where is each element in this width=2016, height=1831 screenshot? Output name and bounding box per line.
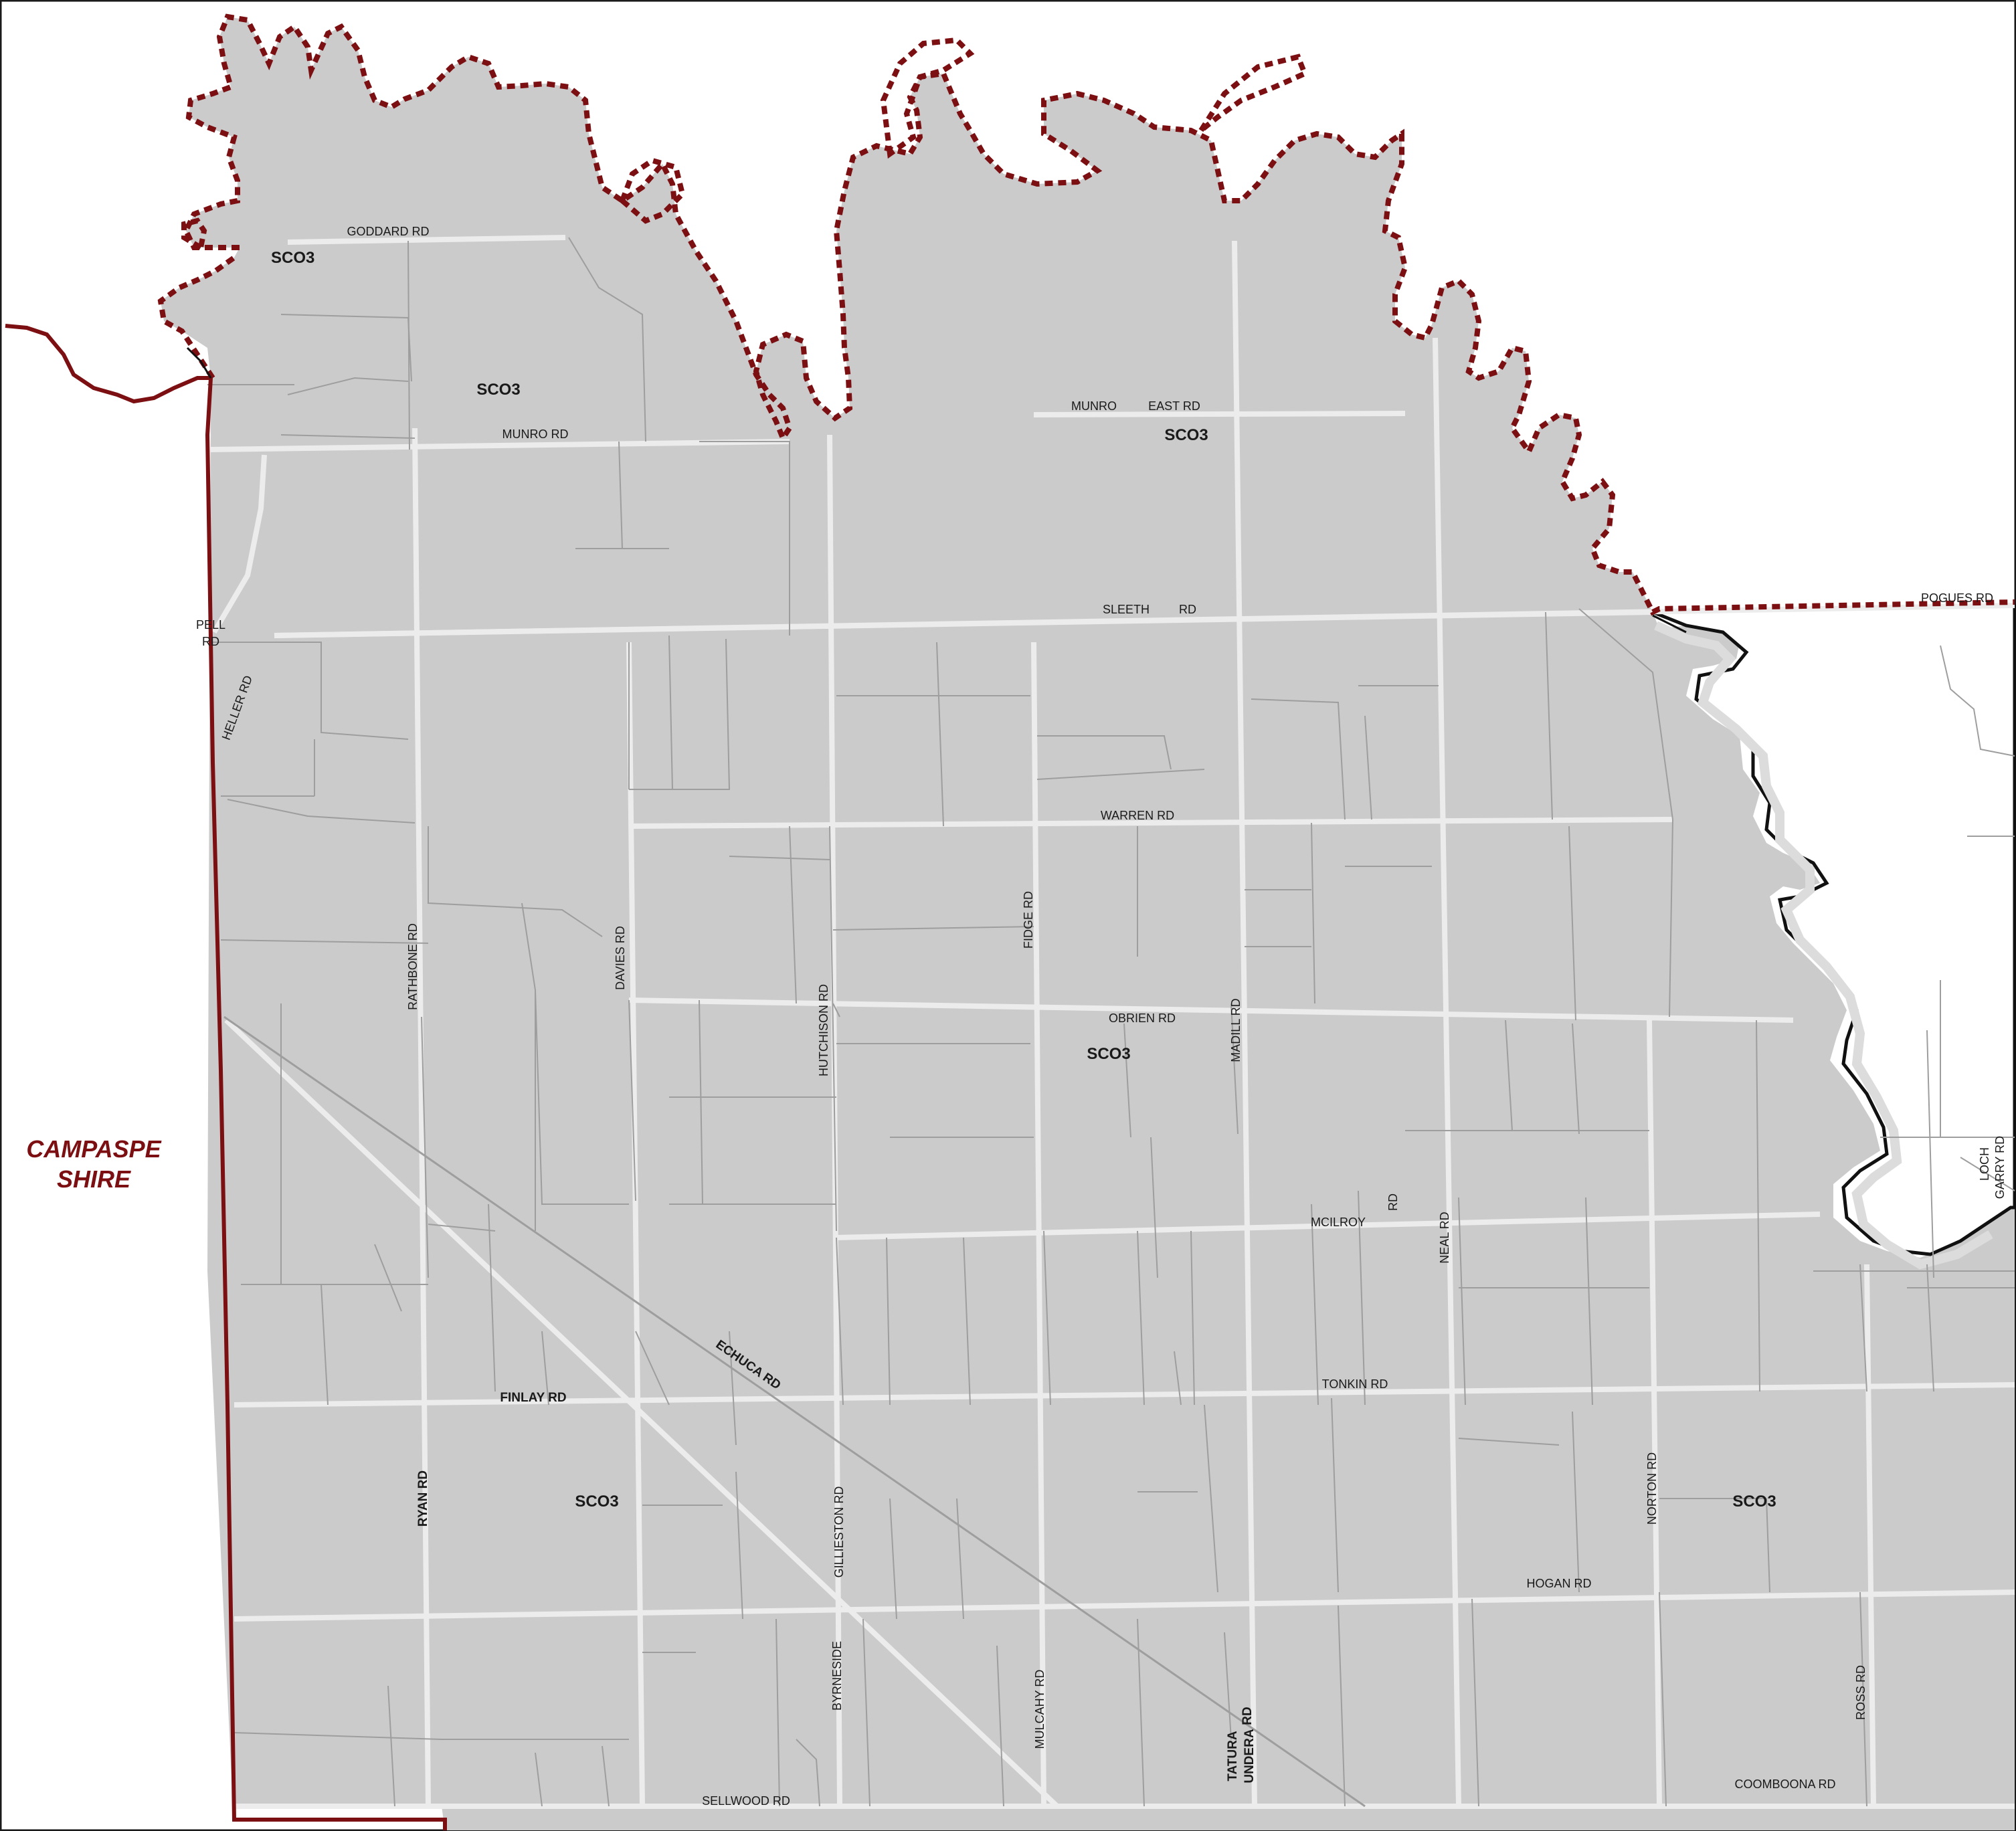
shire-boundary xyxy=(5,324,447,1830)
road-label-byrneside: BYRNESIDE xyxy=(830,1641,844,1711)
road-label-madill: MADILL RD xyxy=(1229,998,1243,1062)
road-label-munro: MUNRO RD xyxy=(502,427,569,441)
zone-label: SCO3 xyxy=(1087,1045,1130,1063)
road-label-undera-rd: RD xyxy=(1241,1707,1255,1725)
road-label-warren: WARREN RD xyxy=(1101,809,1174,822)
road-label-tatura: TATURA xyxy=(1226,1731,1240,1781)
road-label-pell: PELL xyxy=(196,618,225,632)
road-label-munro-east: EAST RD xyxy=(1148,399,1200,413)
road-network xyxy=(210,235,2015,1809)
road-label-hutchison: HUTCHISON RD xyxy=(817,984,830,1076)
zone-label: SCO3 xyxy=(476,381,520,399)
shire-label: CAMPASPE xyxy=(26,1135,161,1163)
road-label-neal: NEAL RD xyxy=(1438,1212,1451,1263)
road-label-mulcahy: MULCAHY RD xyxy=(1033,1670,1046,1749)
zone-boundary-island-3 xyxy=(1198,54,1309,133)
road-label-coomboona: COOMBOONA RD xyxy=(1734,1777,1835,1791)
study-area-land xyxy=(161,17,2015,1830)
parcel-lines xyxy=(207,237,2015,1807)
road-label-sleeth: SLEETH xyxy=(1103,603,1150,616)
road-label-tonkin: TONKIN RD xyxy=(1322,1377,1388,1391)
road-label-fidge: FIDGE RD xyxy=(1022,891,1035,949)
road-label-davies: DAVIES RD xyxy=(614,926,627,990)
zone-boundary-island-1 xyxy=(181,217,207,252)
road-label-obrien: OBRIEN RD xyxy=(1109,1011,1176,1025)
road-label-gillieston: GILLIESTON RD xyxy=(832,1486,846,1578)
road-label-goddard: GODDARD RD xyxy=(347,225,429,238)
road-label-undera: UNDERA xyxy=(1243,1729,1257,1784)
zone-label: SCO3 xyxy=(271,249,314,267)
road-label-ross: ROSS RD xyxy=(1854,1665,1867,1720)
road-label-loch: GARRY RD xyxy=(1993,1136,2007,1199)
shire-label: SHIRE xyxy=(57,1165,131,1193)
road-label-loch: LOCH xyxy=(1978,1147,1991,1181)
river-line xyxy=(186,347,1687,634)
road-label-ryan: RYAN RD xyxy=(416,1470,430,1527)
road-label-finlay: FINLAY RD xyxy=(500,1391,566,1405)
road-label-hogan: HOGAN RD xyxy=(1526,1577,1591,1590)
zone-label: SCO3 xyxy=(1164,426,1208,444)
zone-boundary-island-2 xyxy=(880,37,975,159)
zone-label: SCO3 xyxy=(575,1492,618,1511)
zone-boundary-dashed xyxy=(157,13,2015,616)
road-label-sleeth: RD xyxy=(1179,603,1196,616)
river-casing xyxy=(1654,621,1993,1270)
echuca-road xyxy=(223,1016,1366,1808)
road-label-norton: NORTON RD xyxy=(1645,1452,1659,1525)
road-label-mcilroy: MCILROY xyxy=(1311,1216,1366,1229)
road-label-rathbone: RATHBONE RD xyxy=(406,923,420,1010)
road-label-pogues: POGUES RD xyxy=(1921,591,1993,605)
zone-boundary-island-4 xyxy=(619,157,686,224)
road-label-munro-east: MUNRO xyxy=(1071,399,1117,413)
zone-label: SCO3 xyxy=(1732,1492,1776,1511)
road-label-sellwood: SELLWOOD RD xyxy=(702,1794,790,1808)
road-label-mcilroy: RD xyxy=(1386,1193,1400,1211)
road-label-pell: RD xyxy=(202,635,219,648)
